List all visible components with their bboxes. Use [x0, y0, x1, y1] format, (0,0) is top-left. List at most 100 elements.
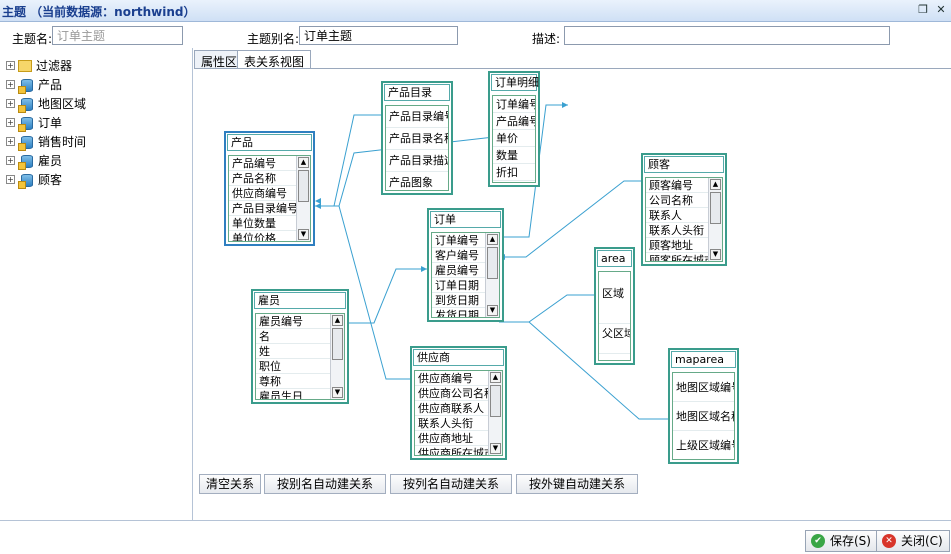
field-list[interactable]: 订单编号 客户编号 雇员编号 订单日期 到货日期 发货日期 ▲▼ — [431, 232, 500, 318]
field-row[interactable]: 联系人头衔 — [646, 223, 722, 238]
field-row[interactable]: 供应商地址 — [415, 431, 502, 446]
auto-relate-by-alias-button[interactable]: 按别名自动建关系 — [264, 474, 386, 494]
field-row[interactable]: 折扣 — [493, 164, 535, 181]
topic-alias-input[interactable]: 订单主题 — [299, 26, 458, 45]
field-row[interactable]: 名 — [256, 329, 344, 344]
field-row[interactable]: 尊称 — [256, 374, 344, 389]
field-row[interactable]: 产品目录编号 — [229, 201, 310, 216]
field-row[interactable]: 顾客地址 — [646, 238, 722, 253]
field-row[interactable]: 职位 — [256, 359, 344, 374]
field-row[interactable]: 雇员生日 — [256, 389, 344, 399]
table-product[interactable]: 产品 产品编号 产品名称 供应商编号 产品目录编号 单位数量 单位价格 ▲▼ — [224, 131, 315, 246]
field-row[interactable]: 供应商联系人 — [415, 401, 502, 416]
field-row[interactable]: 订单编号 — [493, 96, 535, 113]
field-row[interactable]: 顾客所在城市 — [646, 253, 722, 261]
tree-node-employee[interactable]: + 雇员 — [6, 151, 192, 170]
field-row[interactable]: 产品目录描述 — [386, 150, 448, 172]
field-row[interactable]: 姓 — [256, 344, 344, 359]
field-row[interactable]: 产品目录名称 — [386, 128, 448, 150]
link-employee-order — [349, 268, 427, 324]
field-list[interactable]: 产品目录编号 产品目录名称 产品目录描述 产品图象 — [385, 105, 449, 191]
field-row[interactable]: 供应商公司名称 — [415, 386, 502, 401]
field-row[interactable]: 雇员编号 — [432, 263, 499, 278]
table-supplier[interactable]: 供应商 供应商编号 供应商公司名称 供应商联系人 联系人头衔 供应商地址 供应商… — [410, 346, 507, 460]
scrollbar[interactable]: ▲▼ — [485, 233, 499, 317]
description-input[interactable] — [564, 26, 890, 45]
field-list[interactable]: 雇员编号 名 姓 职位 尊称 雇员生日 ▲▼ — [255, 313, 345, 400]
tree-node-filter[interactable]: + 过滤器 — [6, 56, 192, 75]
field-row[interactable]: 联系人头衔 — [415, 416, 502, 431]
expand-icon[interactable]: + — [6, 99, 15, 108]
field-list[interactable]: 地图区域编号 地图区域名称 上级区域编号 — [672, 372, 735, 460]
table-category[interactable]: 产品目录 产品目录编号 产品目录名称 产品目录描述 产品图象 — [381, 81, 453, 195]
field-row[interactable]: 产品名称 — [229, 171, 310, 186]
field-row[interactable]: 地图区域名称 — [673, 402, 734, 431]
expand-icon[interactable]: + — [6, 175, 15, 184]
table-order-detail[interactable]: 订单明细 订单编号 产品编号 单价 数量 折扣 — [488, 71, 540, 187]
field-list[interactable]: 供应商编号 供应商公司名称 供应商联系人 联系人头衔 供应商地址 供应商所在城市… — [414, 370, 503, 456]
table-area[interactable]: area 区域 父区域 — [594, 247, 635, 365]
expand-icon[interactable]: + — [6, 137, 15, 146]
field-row[interactable]: 供应商编号 — [229, 186, 310, 201]
scrollbar[interactable]: ▲▼ — [488, 371, 502, 455]
tree-node-order[interactable]: + 订单 — [6, 113, 192, 132]
expand-icon[interactable]: + — [6, 118, 15, 127]
arrow-head — [562, 102, 568, 108]
field-row[interactable]: 父区域 — [599, 324, 630, 354]
field-row[interactable]: 客户编号 — [432, 248, 499, 263]
expand-icon[interactable]: + — [6, 156, 15, 165]
tree-node-customer[interactable]: + 顾客 — [6, 170, 192, 189]
expand-icon[interactable]: + — [6, 80, 15, 89]
table-order[interactable]: 订单 订单编号 客户编号 雇员编号 订单日期 到货日期 发货日期 ▲▼ — [427, 208, 504, 322]
scrollbar[interactable]: ▲▼ — [296, 156, 310, 241]
clear-relations-button[interactable]: 清空关系 — [199, 474, 261, 494]
tree-node-product[interactable]: + 产品 — [6, 75, 192, 94]
field-row[interactable]: 单价 — [493, 130, 535, 147]
field-row[interactable]: 订单编号 — [432, 233, 499, 248]
save-button[interactable]: ✔ 保存(S) — [805, 530, 878, 552]
field-row[interactable]: 区域 — [599, 284, 630, 324]
field-row[interactable]: 顾客编号 — [646, 178, 722, 193]
field-row[interactable]: 雇员编号 — [256, 314, 344, 329]
database-table-icon — [18, 173, 34, 189]
field-row[interactable]: 订单日期 — [432, 278, 499, 293]
field-row[interactable]: 单位价格 — [229, 231, 310, 241]
scrollbar[interactable]: ▲▼ — [330, 314, 344, 399]
field-row[interactable]: 地图区域编号 — [673, 373, 734, 402]
table-employee[interactable]: 雇员 雇员编号 名 姓 职位 尊称 雇员生日 ▲▼ — [251, 289, 349, 404]
restore-icon[interactable]: ❐ — [918, 3, 928, 16]
field-row[interactable]: 产品目录编号 — [386, 106, 448, 128]
field-list[interactable]: 产品编号 产品名称 供应商编号 产品目录编号 单位数量 单位价格 ▲▼ — [228, 155, 311, 242]
field-row[interactable]: 发货日期 — [432, 308, 499, 317]
tab-properties[interactable]: 属性区 — [194, 50, 245, 69]
field-row[interactable]: 联系人 — [646, 208, 722, 223]
field-row[interactable]: 产品编号 — [493, 113, 535, 130]
table-maparea[interactable]: maparea 地图区域编号 地图区域名称 上级区域编号 — [668, 348, 739, 464]
tree-node-maparea[interactable]: + 地图区域 — [6, 94, 192, 113]
expand-icon[interactable]: + — [6, 61, 15, 70]
auto-relate-by-column-button[interactable]: 按列名自动建关系 — [390, 474, 512, 494]
field-list[interactable]: 订单编号 产品编号 单价 数量 折扣 — [492, 95, 536, 183]
tab-relation-view[interactable]: 表关系视图 — [237, 50, 312, 69]
relation-canvas[interactable]: 产品 产品编号 产品名称 供应商编号 产品目录编号 单位数量 单位价格 ▲▼ 产… — [194, 68, 951, 465]
field-row[interactable]: 产品编号 — [229, 156, 310, 171]
field-row[interactable]: 到货日期 — [432, 293, 499, 308]
close-button[interactable]: ✕ 关闭(C) — [876, 530, 950, 552]
field-row[interactable]: 产品图象 — [386, 172, 448, 190]
close-icon[interactable]: ✕ — [936, 3, 946, 16]
auto-relate-by-foreign-key-button[interactable]: 按外键自动建关系 — [516, 474, 638, 494]
topic-name-input[interactable]: 订单主题 — [52, 26, 183, 45]
field-row[interactable]: 上级区域编号 — [673, 431, 734, 459]
tree-node-sales-time[interactable]: + 销售时间 — [6, 132, 192, 151]
field-list[interactable]: 顾客编号 公司名称 联系人 联系人头衔 顾客地址 顾客所在城市 ▲▼ — [645, 177, 723, 262]
arrow-head — [315, 198, 321, 204]
field-row[interactable]: 数量 — [493, 147, 535, 164]
field-list[interactable]: 区域 父区域 — [598, 271, 631, 361]
scrollbar[interactable]: ▲▼ — [708, 178, 722, 261]
field-row[interactable]: 公司名称 — [646, 193, 722, 208]
field-row[interactable]: 单位数量 — [229, 216, 310, 231]
field-row[interactable]: 供应商所在城市 — [415, 446, 502, 455]
tree-node-label: 产品 — [38, 78, 63, 92]
field-row[interactable]: 供应商编号 — [415, 371, 502, 386]
table-customer[interactable]: 顾客 顾客编号 公司名称 联系人 联系人头衔 顾客地址 顾客所在城市 ▲▼ — [641, 153, 727, 266]
